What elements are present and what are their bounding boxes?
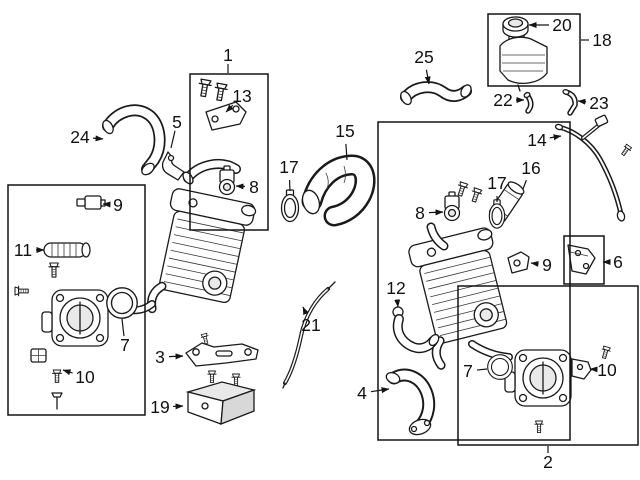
callout-12: 12 (386, 278, 406, 308)
callout-number: 7 (120, 335, 130, 355)
part-22-hose (523, 91, 534, 114)
callout-number: 12 (386, 278, 405, 298)
group-box-18 (487, 13, 581, 87)
callout-5: 5 (170, 112, 182, 149)
callout-number: 6 (613, 252, 623, 272)
part-clip (30, 348, 47, 363)
part-4-pipe (385, 368, 436, 436)
part-screw (51, 392, 63, 410)
callout-number: 5 (172, 112, 182, 132)
callout-number: 1 (223, 45, 233, 65)
callout-24: 24 (70, 127, 104, 147)
part-12-hose (392, 306, 440, 354)
callout-8: 8 (415, 203, 444, 223)
group-box-1 (189, 73, 269, 231)
part-11-hose (43, 242, 91, 278)
callout-number: 25 (414, 47, 433, 67)
group-box-right (377, 121, 571, 441)
part-13-bracket (196, 78, 247, 131)
callout-number: 8 (415, 203, 425, 223)
callout-1: 1 (223, 45, 233, 73)
callout-number: 13 (232, 86, 251, 106)
callout-number: 3 (155, 347, 165, 367)
group-box-2 (457, 285, 639, 446)
callout-8: 8 (235, 177, 259, 197)
part-21-oil-line (282, 281, 336, 389)
callout-6: 6 (602, 252, 623, 272)
callout-17: 17 (279, 157, 299, 192)
part-25-hose (400, 81, 472, 106)
callout-25: 25 (414, 47, 434, 85)
callout-number: 10 (597, 360, 617, 380)
callout-4: 4 (357, 383, 390, 403)
callout-7: 7 (120, 318, 130, 355)
callout-14: 14 (527, 130, 562, 150)
part-6-bracket (567, 244, 596, 275)
callout-number: 16 (521, 158, 540, 178)
callout-10: 10 (589, 360, 617, 380)
part-24-hose (102, 104, 166, 176)
callout-9: 9 (102, 195, 123, 215)
callout-number: 24 (70, 127, 90, 147)
callout-3: 3 (155, 347, 184, 367)
part-5-clip (161, 151, 185, 181)
callout-20: 20 (528, 15, 572, 35)
callout-13: 13 (225, 86, 252, 113)
callout-19: 19 (150, 397, 184, 417)
callout-number: 23 (589, 93, 608, 113)
part-23-hose (562, 89, 578, 116)
callout-22: 22 (493, 90, 525, 110)
part-19-mount (185, 370, 257, 425)
callout-number: 18 (592, 30, 611, 50)
callout-number: 9 (113, 195, 123, 215)
part-20-cap (502, 16, 529, 38)
callout-9: 9 (530, 255, 552, 275)
callout-number: 15 (335, 121, 354, 141)
part-3-bracket (185, 332, 259, 367)
part-10-bracket (571, 358, 592, 380)
part-15-hose (301, 154, 376, 227)
callout-10: 10 (62, 367, 95, 387)
callout-number: 17 (487, 173, 506, 193)
callout-number: 17 (279, 157, 298, 177)
callout-18: 18 (581, 30, 612, 50)
callout-11: 11 (14, 240, 45, 260)
callout-15: 15 (335, 121, 355, 161)
callout-number: 19 (150, 397, 169, 417)
callout-number: 22 (493, 90, 512, 110)
callout-17: 17 (487, 173, 507, 202)
callout-23: 23 (577, 93, 609, 113)
callout-number: 10 (75, 367, 95, 387)
part-14-line (554, 114, 633, 222)
callout-number: 11 (14, 240, 32, 260)
callout-number: 20 (552, 15, 572, 35)
callout-7: 7 (463, 361, 488, 381)
part-9-bracket (507, 251, 530, 274)
callout-number: 9 (542, 255, 552, 275)
callout-number: 4 (357, 383, 367, 403)
callout-2: 2 (543, 446, 553, 472)
callout-number: 21 (301, 315, 320, 335)
callout-number: 8 (249, 177, 259, 197)
group-box-left (7, 184, 146, 416)
callout-16: 16 (521, 158, 541, 190)
callout-number: 2 (543, 452, 553, 472)
callout-number: 7 (463, 361, 473, 381)
part-2-inlet-elbow (426, 222, 449, 251)
callout-21: 21 (301, 306, 321, 335)
callout-number: 14 (527, 130, 547, 150)
